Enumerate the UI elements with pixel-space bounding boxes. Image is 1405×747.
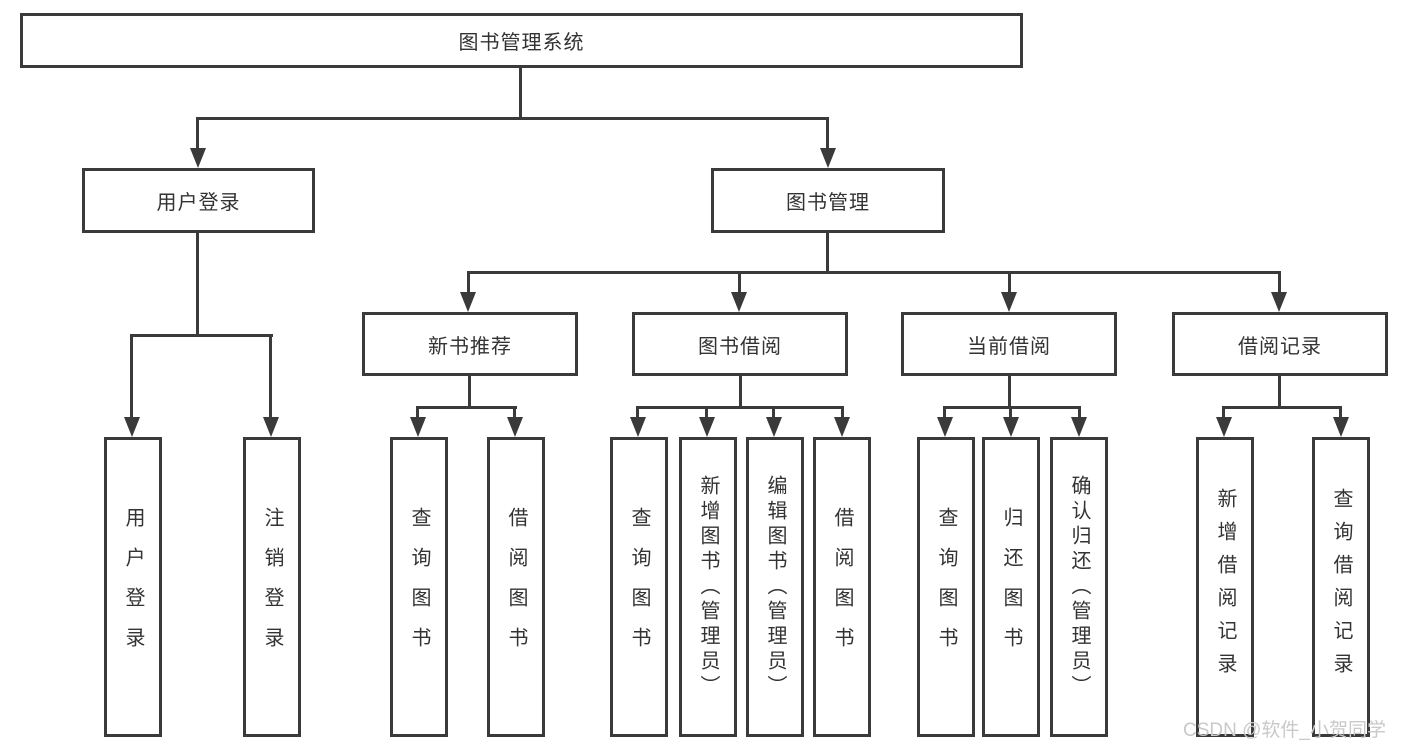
- leaf-query-books: 查询图书: [390, 437, 448, 737]
- connector-line: [1278, 271, 1281, 294]
- connector-line: [636, 406, 639, 420]
- leaf-label: 用户登录: [122, 507, 144, 667]
- arrowhead-icon: [731, 292, 747, 312]
- leaf-label: 编辑图书（管理员）: [764, 474, 786, 700]
- connector-line: [943, 406, 1081, 409]
- connector-line: [467, 271, 1281, 274]
- arrowhead-icon: [1271, 292, 1287, 312]
- arrowhead-icon: [699, 417, 715, 437]
- arrowhead-icon: [766, 417, 782, 437]
- node-book-management: 图书管理: [711, 168, 945, 233]
- node-current-borrow-label: 当前借阅: [967, 335, 1051, 358]
- connector-line: [943, 406, 946, 420]
- leaf-label: 借阅图书: [831, 507, 853, 667]
- arrowhead-icon: [834, 417, 850, 437]
- connector-line: [513, 406, 516, 420]
- connector-line: [130, 334, 273, 337]
- arrowhead-icon: [820, 148, 836, 168]
- connector-line: [1009, 406, 1012, 420]
- connector-line: [739, 374, 742, 409]
- arrowhead-icon: [630, 417, 646, 437]
- leaf-label: 归还图书: [1000, 507, 1022, 667]
- leaf-query-books: 查询图书: [610, 437, 668, 737]
- leaf-label: 查询图书: [628, 507, 650, 667]
- connector-line: [269, 334, 272, 419]
- node-root: 图书管理系统: [20, 13, 1023, 68]
- arrowhead-icon: [1001, 292, 1017, 312]
- node-new-book-recommend-label: 新书推荐: [428, 335, 512, 358]
- node-current-borrow: 当前借阅: [901, 312, 1117, 376]
- leaf-borrow-books: 借阅图书: [813, 437, 871, 737]
- connector-line: [196, 117, 199, 151]
- connector-line: [826, 117, 829, 151]
- connector-line: [772, 406, 775, 420]
- arrowhead-icon: [1071, 417, 1087, 437]
- leaf-add-borrow-record: 新增借阅记录: [1196, 437, 1254, 737]
- leaf-label: 查询图书: [935, 507, 957, 667]
- connector-line: [1008, 374, 1011, 409]
- connector-line: [416, 406, 419, 420]
- node-book-borrow: 图书借阅: [632, 312, 848, 376]
- leaf-return-books: 归还图书: [982, 437, 1040, 737]
- leaf-logout: 注销登录: [243, 437, 301, 737]
- leaf-user-login: 用户登录: [104, 437, 162, 737]
- node-root-label: 图书管理系统: [458, 32, 585, 54]
- node-book-borrow-label: 图书借阅: [698, 335, 782, 358]
- node-new-book-recommend: 新书推荐: [362, 312, 578, 376]
- node-borrow-record: 借阅记录: [1172, 312, 1388, 376]
- connector-line: [467, 271, 470, 294]
- leaf-add-books-admin: 新增图书（管理员）: [679, 437, 737, 737]
- leaf-query-books: 查询图书: [917, 437, 975, 737]
- leaf-borrow-books: 借阅图书: [487, 437, 545, 737]
- leaf-label: 查询图书: [408, 507, 430, 667]
- leaf-edit-books-admin: 编辑图书（管理员）: [746, 437, 804, 737]
- connector-line: [519, 68, 522, 120]
- connector-line: [1222, 406, 1225, 420]
- leaf-query-borrow-record: 查询借阅记录: [1312, 437, 1370, 737]
- node-book-management-label: 图书管理: [786, 192, 870, 214]
- arrowhead-icon: [263, 417, 279, 437]
- connector-line: [1078, 406, 1081, 420]
- connector-line: [468, 374, 471, 409]
- leaf-label: 新增图书（管理员）: [697, 474, 719, 700]
- arrowhead-icon: [937, 417, 953, 437]
- connector-line: [416, 406, 517, 409]
- leaf-label: 借阅图书: [505, 507, 527, 667]
- node-user-login-label: 用户登录: [156, 192, 241, 214]
- connector-line: [130, 334, 133, 419]
- connector-line: [196, 117, 829, 120]
- arrowhead-icon: [507, 417, 523, 437]
- leaf-label: 确认归还（管理员）: [1068, 474, 1090, 700]
- connector-line: [636, 406, 844, 409]
- connector-line: [705, 406, 708, 420]
- connector-line: [196, 231, 199, 337]
- watermark: CSDN @软件_小贺同学: [1183, 720, 1386, 741]
- arrowhead-icon: [190, 148, 206, 168]
- arrowhead-icon: [1216, 417, 1232, 437]
- connector-line: [1222, 406, 1342, 409]
- connector-line: [826, 231, 829, 274]
- connector-line: [1278, 374, 1281, 409]
- node-borrow-record-label: 借阅记录: [1238, 335, 1322, 358]
- arrowhead-icon: [124, 417, 140, 437]
- connector-line: [841, 406, 844, 420]
- leaf-label: 新增借阅记录: [1214, 488, 1236, 686]
- connector-line: [738, 271, 741, 294]
- leaf-confirm-return-admin: 确认归还（管理员）: [1050, 437, 1108, 737]
- leaf-label: 查询借阅记录: [1330, 488, 1352, 686]
- connector-line: [1339, 406, 1342, 420]
- arrowhead-icon: [410, 417, 426, 437]
- node-user-login: 用户登录: [82, 168, 315, 233]
- connector-line: [1008, 271, 1011, 294]
- arrowhead-icon: [460, 292, 476, 312]
- arrowhead-icon: [1003, 417, 1019, 437]
- leaf-label: 注销登录: [261, 507, 283, 667]
- arrowhead-icon: [1333, 417, 1349, 437]
